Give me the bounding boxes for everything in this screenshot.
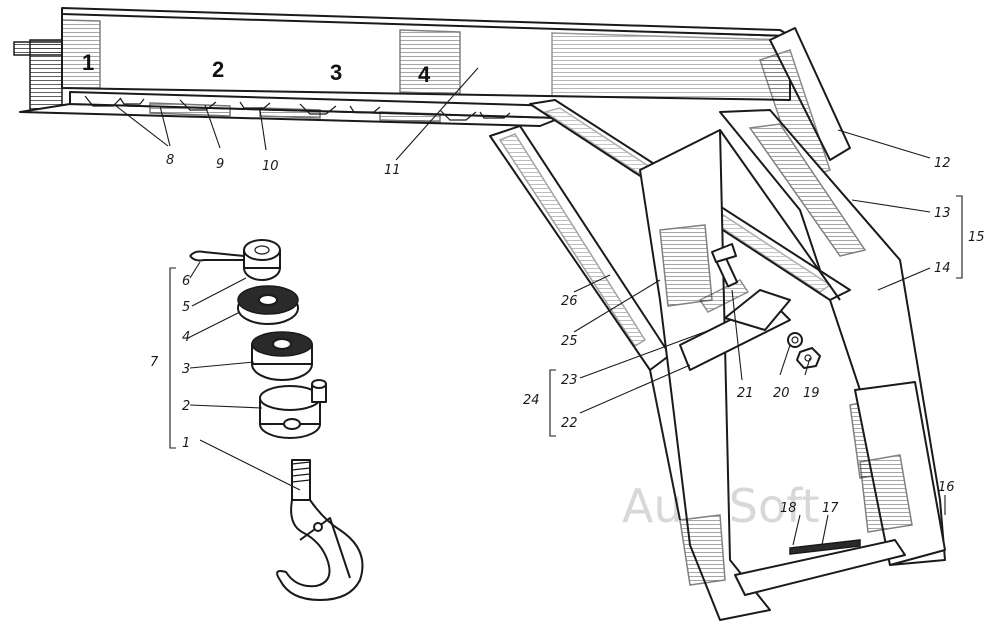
callout-18: 18 bbox=[780, 501, 797, 516]
hook-assembly bbox=[189, 239, 364, 601]
callout-3: 3 bbox=[182, 362, 190, 377]
callout-numbers: 1 2 3 4 5 6 7 8 9 10 11 12 13 14 15 16 1… bbox=[150, 153, 985, 516]
callout-25: 25 bbox=[561, 334, 578, 349]
slot-label-1: 1 bbox=[82, 50, 94, 75]
leader-lines bbox=[115, 67, 963, 546]
callout-4: 4 bbox=[182, 330, 190, 345]
callout-8: 8 bbox=[166, 153, 174, 168]
callout-19: 19 bbox=[803, 386, 820, 401]
callout-20: 20 bbox=[773, 386, 790, 401]
callout-5: 5 bbox=[182, 300, 190, 315]
callout-23: 23 bbox=[561, 373, 578, 388]
top-beam bbox=[13, 7, 791, 127]
callout-24: 24 bbox=[523, 393, 540, 408]
slot-label-4: 4 bbox=[418, 62, 431, 87]
callout-14: 14 bbox=[934, 261, 951, 276]
lower-frame bbox=[639, 129, 906, 621]
callout-12: 12 bbox=[934, 156, 951, 171]
callout-9: 9 bbox=[216, 157, 224, 172]
callout-15: 15 bbox=[968, 230, 985, 245]
right-column bbox=[719, 27, 946, 566]
callout-16: 16 bbox=[938, 480, 955, 495]
callout-10: 10 bbox=[262, 159, 279, 174]
callout-21: 21 bbox=[737, 386, 754, 401]
callout-2: 2 bbox=[182, 399, 190, 414]
callout-22: 22 bbox=[561, 416, 578, 431]
callout-11: 11 bbox=[384, 163, 401, 178]
callout-13: 13 bbox=[934, 206, 951, 221]
slot-label-3: 3 bbox=[330, 60, 342, 85]
callout-17: 17 bbox=[822, 501, 839, 516]
slot-label-2: 2 bbox=[212, 57, 224, 82]
callout-1: 1 bbox=[182, 436, 190, 451]
callout-6: 6 bbox=[182, 274, 190, 289]
callout-7: 7 bbox=[150, 355, 159, 370]
callout-26: 26 bbox=[561, 294, 578, 309]
